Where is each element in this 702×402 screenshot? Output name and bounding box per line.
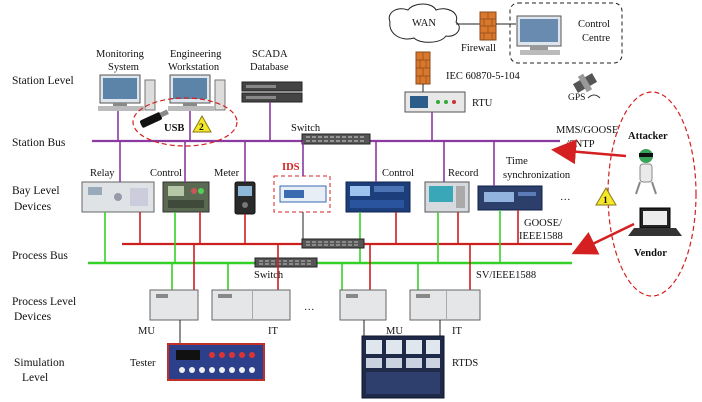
goose-label-2: IEEE1588	[519, 231, 563, 242]
mu-a-label: MU	[138, 326, 155, 337]
rtds-rack-icon	[361, 335, 445, 399]
station-switch-icon	[301, 133, 371, 145]
mu-b-label: MU	[386, 326, 403, 337]
control-a-device-icon	[162, 181, 210, 213]
time-sync-label-2: synchronization	[503, 170, 571, 181]
vendor-arrow	[571, 222, 635, 255]
firewall-label: Firewall	[461, 43, 496, 54]
vendor-laptop-icon	[628, 207, 682, 236]
firewall-lower-icon	[415, 51, 431, 85]
it-b-device-icon	[409, 289, 481, 321]
warning-1-number: 1	[603, 196, 608, 206]
monitoring-label-1: Monitoring	[96, 49, 145, 60]
meter-label: Meter	[214, 168, 240, 179]
control-b-device-icon	[345, 181, 411, 213]
mms-label-1: MMS/GOOSE	[556, 125, 618, 136]
rtds-label: RTDS	[452, 358, 478, 369]
attacker-figure-icon	[635, 149, 657, 195]
threat-actors-ellipse	[607, 91, 697, 297]
mu-a-device-icon	[149, 289, 199, 321]
warning-triangle-2-icon: 2	[192, 114, 212, 133]
process-level-label-1: Process Level	[12, 296, 76, 308]
sv-ieee1588-label: SV/IEEE1588	[476, 270, 536, 281]
station-switch-label: Switch	[291, 123, 321, 134]
engineering-computer-icon	[168, 74, 226, 111]
firewall-top-icon	[479, 11, 497, 41]
monitoring-label-2: System	[108, 62, 139, 73]
station-level-label: Station Level	[12, 75, 74, 87]
relay-label: Relay	[90, 168, 115, 179]
time-sync-device-icon	[477, 185, 543, 211]
scada-label-1: SCADA	[252, 49, 288, 60]
ids-label: IDS	[282, 162, 300, 173]
rtu-label: RTU	[472, 98, 493, 109]
station-bus-label: Station Bus	[12, 137, 66, 149]
usb-threat-ellipse	[132, 97, 238, 147]
monitoring-computer-icon	[98, 74, 156, 111]
control-b-label: Control	[382, 168, 414, 179]
it-a-label: IT	[268, 326, 278, 337]
process-ellipsis: …	[304, 302, 315, 313]
process-switch-label: Switch	[254, 270, 284, 281]
wan-cloud: WAN	[388, 3, 460, 43]
goose-switch-icon	[301, 238, 365, 249]
bay-level-label-1: Bay Level	[12, 185, 60, 197]
control-centre-label-1: Control	[578, 19, 610, 30]
warning-triangle-1-icon: 1	[595, 187, 617, 206]
control-a-label: Control	[150, 168, 182, 179]
scada-label-2: Database	[250, 62, 289, 73]
time-sync-label-1: Time	[506, 156, 528, 167]
ids-dashed-box	[273, 175, 331, 213]
process-bus-label: Process Bus	[12, 250, 68, 262]
attacker-label: Attacker	[628, 131, 668, 142]
bay-level-label-2: Devices	[14, 201, 52, 213]
attacker-arrow	[551, 139, 627, 165]
mms-label-2: /SNTP	[566, 139, 595, 150]
it-b-label: IT	[452, 326, 462, 337]
ids-device-icon	[279, 185, 327, 203]
rtu-device-icon	[404, 91, 466, 113]
engineering-label-1: Engineering	[170, 49, 222, 60]
gps-label: GPS	[568, 93, 585, 103]
goose-label-1: GOOSE/	[524, 218, 562, 229]
bay-ellipsis: …	[560, 192, 571, 203]
scada-server-icon	[241, 81, 303, 103]
simulation-level-label-1: Simulation	[14, 357, 65, 369]
iec-104-label: IEC 60870-5-104	[446, 71, 521, 82]
engineering-label-2: Workstation	[168, 62, 220, 73]
it-a-device-icon	[211, 289, 291, 321]
wan-label: WAN	[412, 18, 436, 29]
process-level-label-2: Devices	[14, 311, 52, 323]
vendor-label: Vendor	[634, 248, 667, 259]
simulation-level-label-2: Level	[22, 372, 48, 384]
tester-device-icon	[167, 343, 265, 381]
usb-label: USB	[164, 123, 184, 134]
sv-switch-icon	[254, 257, 318, 268]
record-label: Record	[448, 168, 479, 179]
control-centre-computer-icon	[516, 15, 562, 55]
tester-label: Tester	[130, 358, 156, 369]
gps-satellite-icon	[572, 73, 601, 99]
meter-device-icon	[234, 181, 256, 215]
relay-device-icon	[81, 181, 155, 213]
control-centre-label-2: Centre	[582, 33, 610, 44]
record-device-icon	[424, 181, 470, 213]
control-centre-box	[509, 2, 623, 64]
mu-b-device-icon	[339, 289, 387, 321]
warning-2-number: 2	[199, 123, 204, 133]
usb-stick-icon	[139, 109, 169, 128]
